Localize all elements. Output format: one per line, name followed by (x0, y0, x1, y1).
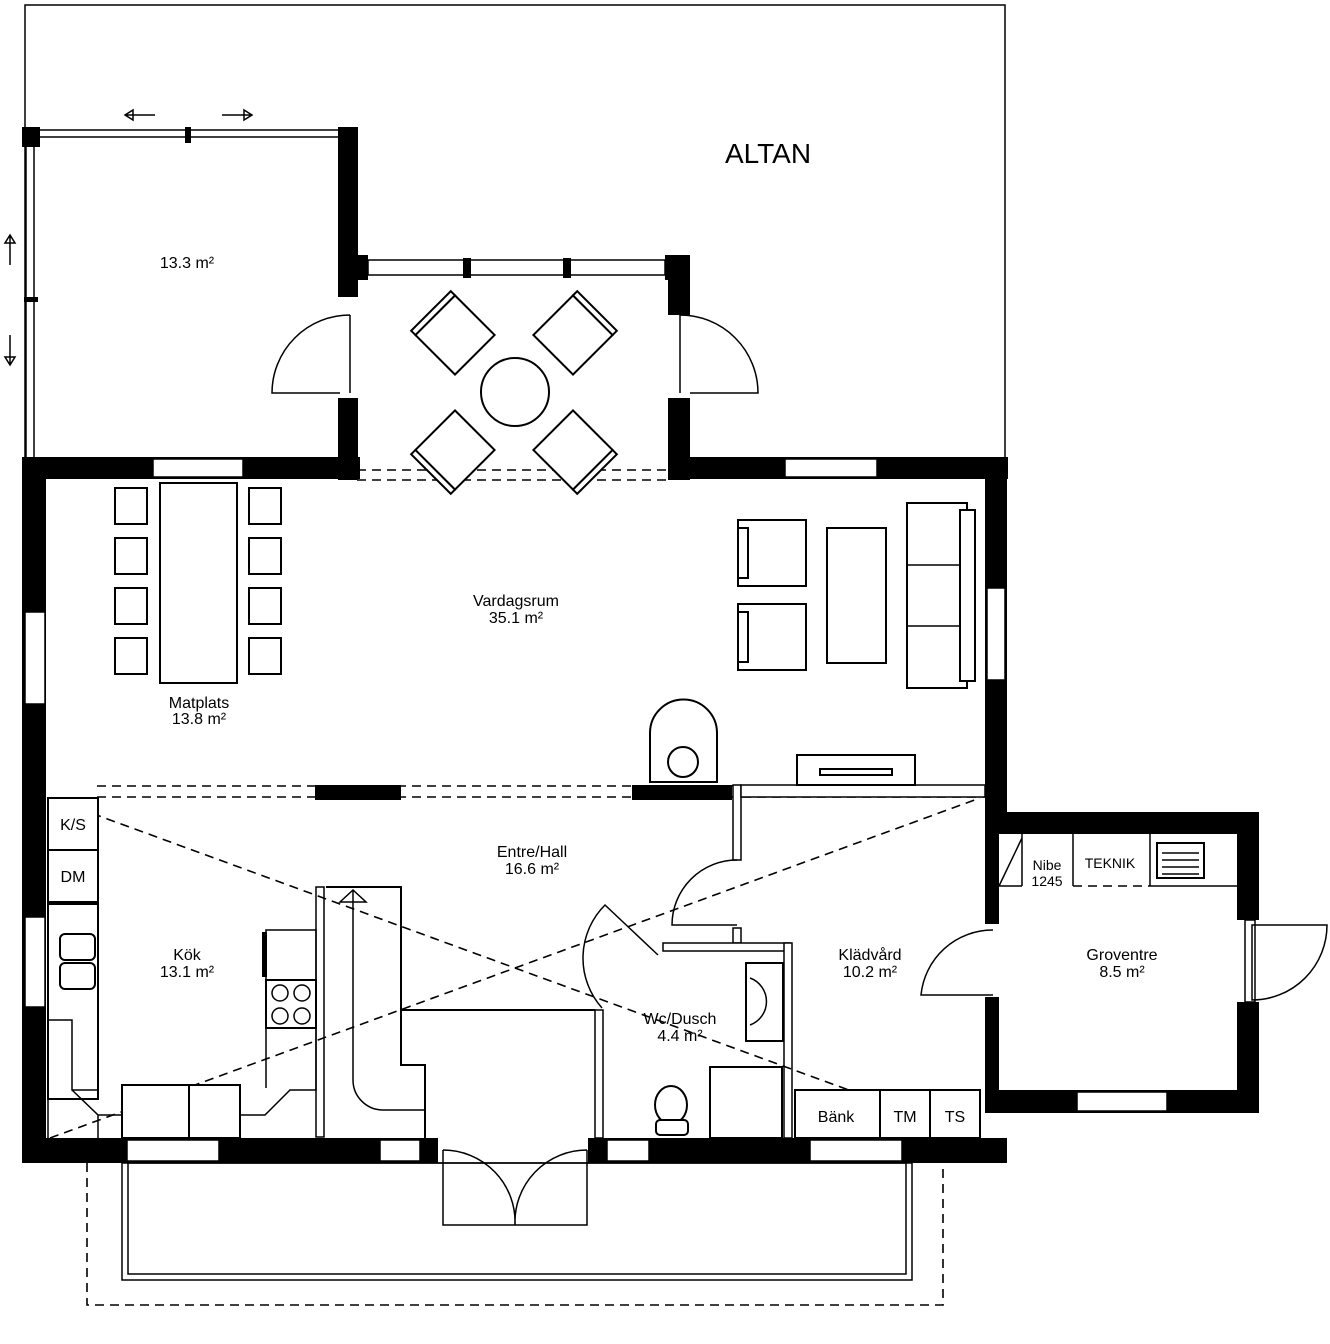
fixture-ks: K/S (60, 817, 86, 834)
room-name-matplats: Matplats (169, 695, 229, 712)
room-area-entre: 16.6 m² (505, 861, 560, 878)
room-name-entre: Entre/Hall (497, 844, 567, 861)
door-swing (679, 314, 759, 394)
room-name-groventre: Groventre (1086, 947, 1157, 964)
fixture-nibe-model: 1245 (1031, 873, 1062, 889)
room-area-wc: 4.4 m² (657, 1028, 703, 1045)
room-name-kok: Kök (173, 947, 202, 964)
living-furniture (649, 502, 976, 786)
altan-label: ALTAN (725, 138, 811, 169)
glass-room-area: 13.3 m² (160, 255, 215, 272)
room-name-vardagsrum: Vardagsrum (473, 593, 559, 610)
room-name-wc: Wc/Dusch (644, 1011, 717, 1028)
fixture-tm: TM (893, 1109, 916, 1126)
room-area-kladvard: 10.2 m² (843, 964, 898, 981)
glass-room-walls (3, 108, 358, 480)
staircase (326, 886, 595, 1138)
room-area-vardagsrum: 35.1 m² (489, 610, 544, 627)
technical-cabinets (998, 834, 1238, 887)
front-porch (86, 1162, 944, 1306)
dining-table (114, 482, 282, 684)
room-area-groventre: 8.5 m² (1099, 964, 1145, 981)
door-swing (1251, 924, 1328, 1001)
bathroom-fixtures (654, 962, 784, 1139)
fixture-nibe: Nibe (1033, 857, 1062, 873)
fixture-teknik: TEKNIK (1085, 855, 1136, 871)
kitchen-cabinets (47, 797, 317, 1139)
door-swing (271, 314, 351, 394)
fixture-bank: Bänk (818, 1109, 855, 1126)
altan-deck (24, 4, 1006, 460)
exterior-walls (22, 457, 1259, 1163)
room-name-kladvard: Klädvård (838, 946, 901, 964)
fixture-ts: TS (945, 1109, 965, 1126)
entry-doors (442, 1149, 588, 1226)
interior-walls (97, 784, 994, 1139)
laundry-counter (794, 1089, 981, 1139)
fixture-dm: DM (61, 869, 86, 886)
round-table (409, 289, 619, 496)
room-area-matplats: 13.8 m² (172, 711, 227, 728)
ceiling-line (49, 797, 981, 1139)
room-area-kok: 13.1 m² (160, 964, 215, 981)
